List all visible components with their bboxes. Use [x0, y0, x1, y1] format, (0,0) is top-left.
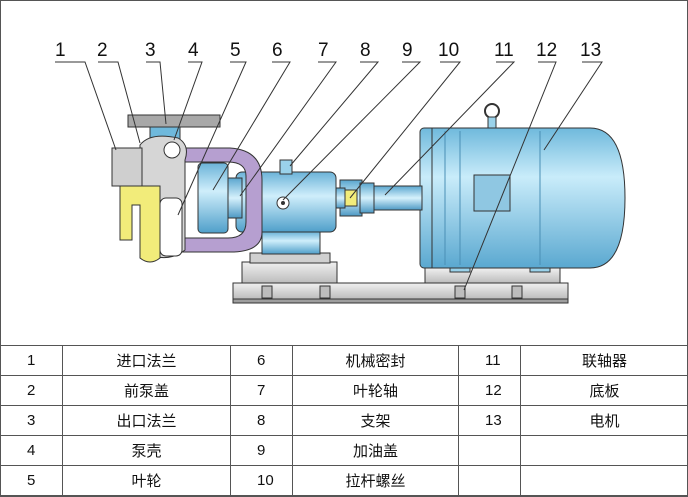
part-name: 出口法兰 — [62, 405, 231, 436]
table-row: 1 进口法兰 6 机械密封 11 联轴器 — [0, 345, 688, 376]
coupling — [339, 179, 423, 217]
parts-table: 1 进口法兰 6 机械密封 11 联轴器 2 前泵盖 7 叶轮轴 12 底板 3… — [0, 345, 688, 496]
empty-cell — [520, 465, 688, 496]
part-name: 加油盖 — [292, 435, 459, 466]
callout-12: 12 — [536, 40, 557, 61]
table-row: 4 泵壳 9 加油盖 — [0, 435, 688, 466]
part-number: 9 — [230, 435, 293, 466]
callout-11: 11 — [494, 40, 514, 61]
part-name: 叶轮 — [62, 465, 231, 496]
callout-1: 1 — [55, 40, 66, 61]
motor — [419, 103, 626, 269]
part-number: 6 — [230, 345, 293, 376]
part-number: 1 — [0, 345, 63, 376]
part-number: 3 — [0, 405, 63, 436]
part-name: 联轴器 — [520, 345, 688, 376]
callout-3: 3 — [145, 40, 156, 61]
bracket-foot — [241, 231, 338, 284]
callout-6: 6 — [272, 40, 283, 61]
pump-diagram: 1 2 3 4 5 6 7 8 9 10 11 12 13 — [55, 40, 626, 304]
part-number: 10 — [230, 465, 293, 496]
part-number: 4 — [0, 435, 63, 466]
part-number: 8 — [230, 405, 293, 436]
callout-10: 10 — [438, 40, 459, 61]
callout-2: 2 — [97, 40, 108, 61]
callout-8: 8 — [360, 40, 371, 61]
callout-4: 4 — [188, 40, 199, 61]
part-number: 12 — [458, 375, 521, 406]
base-plate — [232, 282, 569, 304]
callout-9: 9 — [402, 40, 413, 61]
seal-housing — [177, 147, 263, 253]
callouts: 1 2 3 4 5 6 7 8 9 10 11 12 13 — [55, 40, 601, 61]
part-name: 底板 — [520, 375, 688, 406]
part-name: 叶轮轴 — [292, 375, 459, 406]
part-name: 泵壳 — [62, 435, 231, 466]
part-number: 13 — [458, 405, 521, 436]
part-name: 拉杆螺丝 — [292, 465, 459, 496]
part-number: 5 — [0, 465, 63, 496]
part-number: 7 — [230, 375, 293, 406]
table-row: 5 叶轮 10 拉杆螺丝 — [0, 465, 688, 496]
callout-7: 7 — [318, 40, 329, 61]
leader-lines — [55, 61, 603, 291]
table-row: 2 前泵盖 7 叶轮轴 12 底板 — [0, 375, 688, 406]
pump-casing — [111, 114, 221, 263]
part-name: 电机 — [520, 405, 688, 436]
part-name: 支架 — [292, 405, 459, 436]
callout-13: 13 — [580, 40, 601, 61]
empty-cell — [458, 435, 521, 466]
part-name: 前泵盖 — [62, 375, 231, 406]
table-row: 3 出口法兰 8 支架 13 电机 — [0, 405, 688, 436]
empty-cell — [520, 435, 688, 466]
callout-5: 5 — [230, 40, 241, 61]
empty-cell — [458, 465, 521, 496]
part-name: 进口法兰 — [62, 345, 231, 376]
part-name: 机械密封 — [292, 345, 459, 376]
part-number: 11 — [458, 345, 521, 376]
part-number: 2 — [0, 375, 63, 406]
